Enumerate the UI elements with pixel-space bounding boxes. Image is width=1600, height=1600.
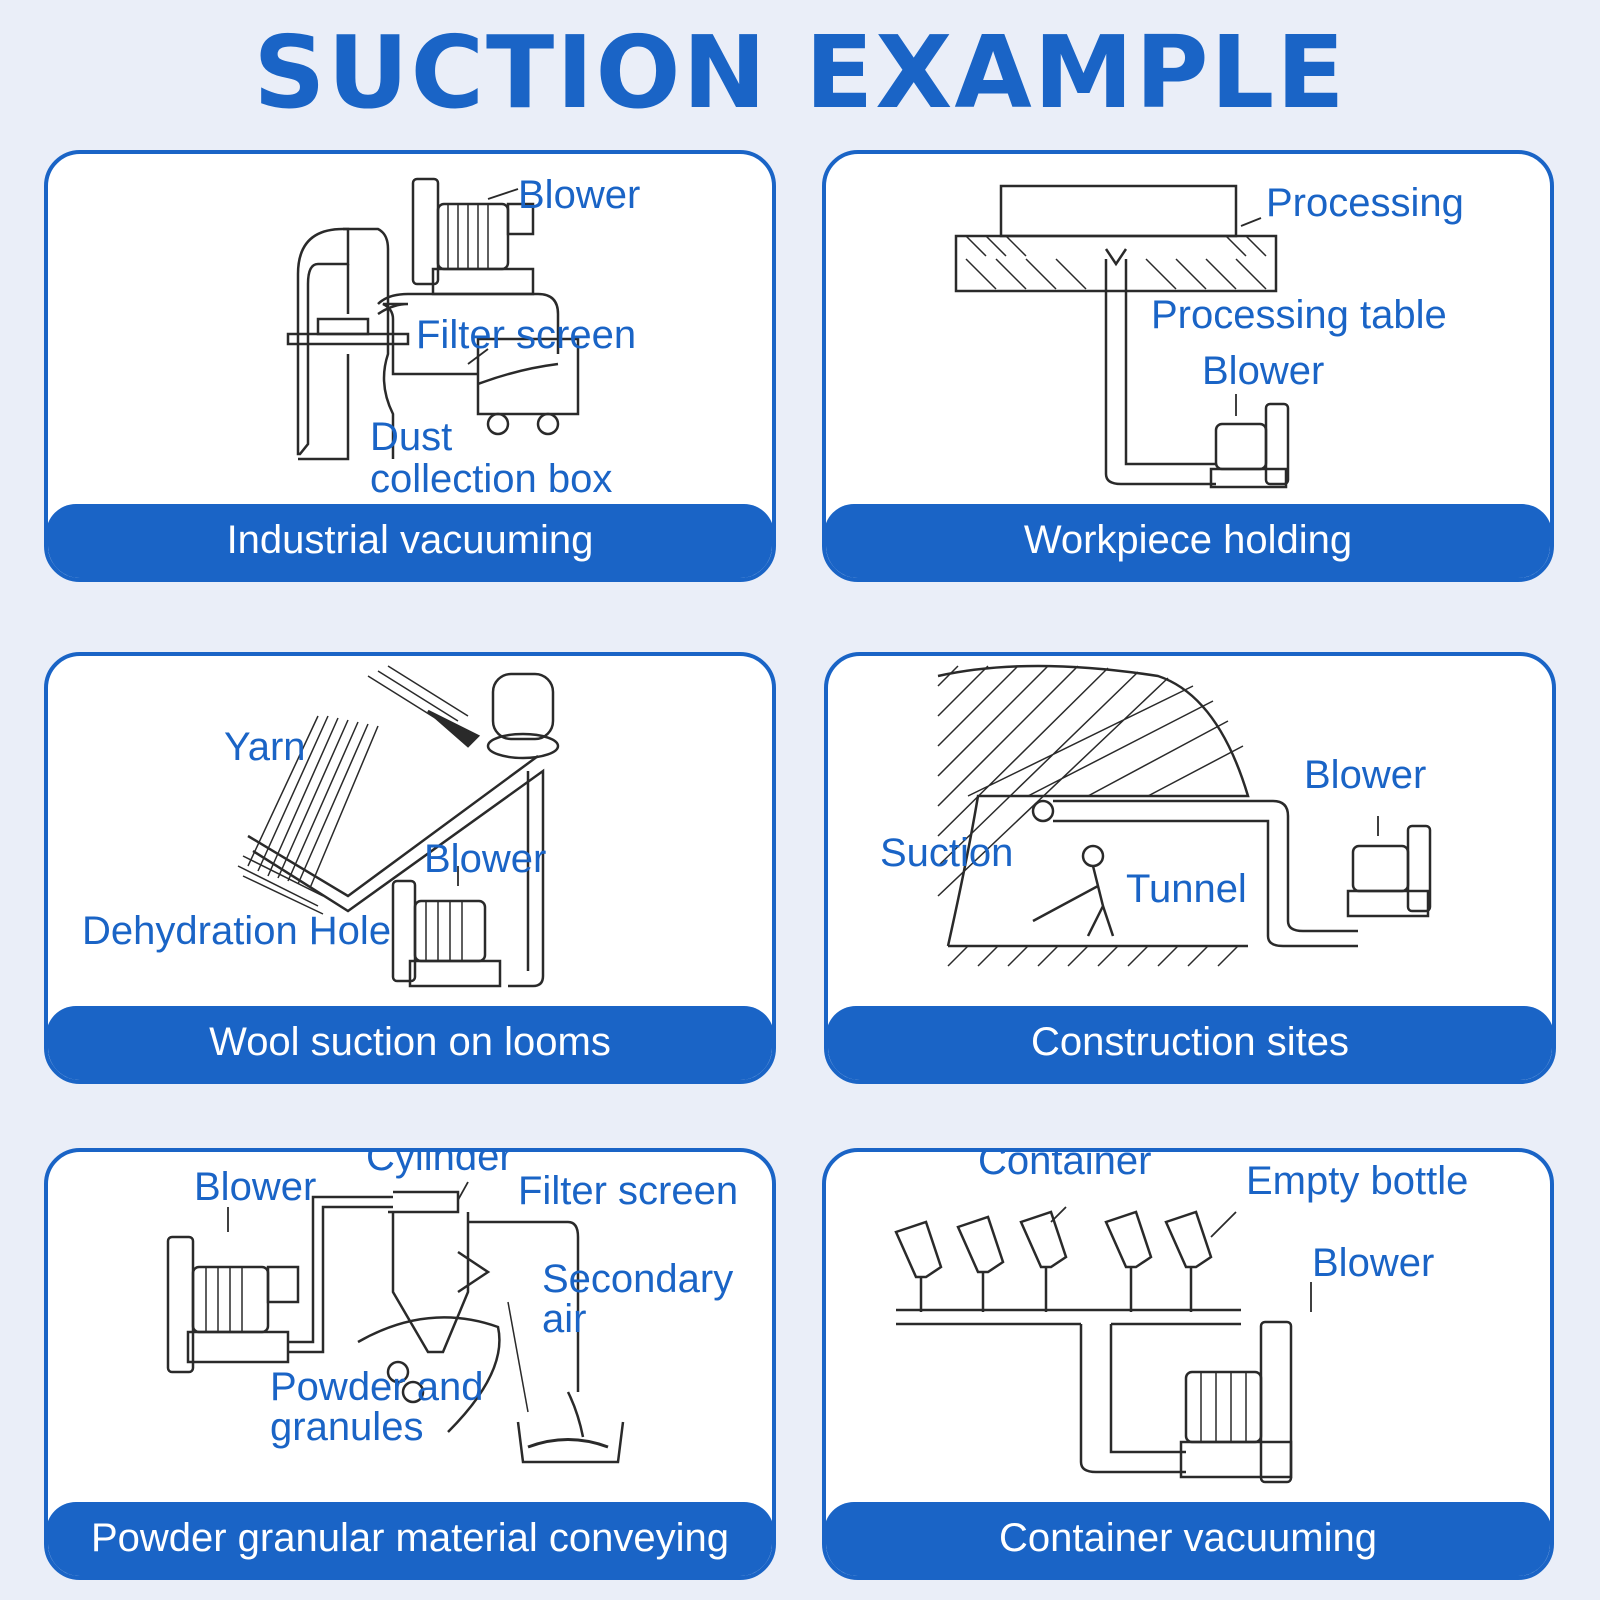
label-blower: Blower: [1304, 753, 1427, 797]
card-powder-granular-conveying: Cylinder Blower Filter screen Secondary …: [44, 1148, 776, 1580]
caption-banner: Construction sites: [828, 1006, 1552, 1080]
label-blower: Blower: [518, 173, 641, 217]
card-workpiece-holding: Processing Processing table Blower Workp…: [822, 150, 1554, 582]
label-blower: Blower: [1202, 349, 1325, 393]
workpiece-holding-diagram: [954, 184, 1290, 489]
card-wool-suction-on-looms: Yarn Blower Dehydration Hole Wool suctio…: [44, 652, 776, 1084]
powder-conveying-diagram: [166, 1181, 625, 1464]
label-granules: granules: [270, 1405, 424, 1449]
label-tunnel: Tunnel: [1126, 867, 1247, 911]
label-filter-screen: Filter screen: [518, 1169, 739, 1213]
page-title: SUCTION EXAMPLE: [253, 14, 1347, 131]
card-construction-sites: Blower Suction Tunnel Construction sites: [824, 652, 1556, 1084]
label-container: Container: [978, 1148, 1152, 1183]
label-filter-screen: Filter screen: [416, 313, 637, 357]
label-dehydration-hole: Dehydration Hole: [82, 909, 392, 953]
label-empty-bottle: Empty bottle: [1246, 1159, 1469, 1203]
caption-banner: Workpiece holding: [826, 504, 1550, 578]
card-industrial-vacuuming: Blower Filter screen Dust collection box…: [44, 150, 776, 582]
label-processing-table: Processing table: [1151, 293, 1447, 337]
label-blower: Blower: [424, 837, 547, 881]
label-collection-box: collection box: [370, 457, 613, 501]
caption-banner: Container vacuuming: [826, 1502, 1550, 1576]
label-blower: Blower: [1312, 1241, 1435, 1285]
label-dust: Dust: [370, 415, 453, 459]
label-yarn: Yarn: [224, 725, 306, 769]
label-air: air: [542, 1297, 587, 1341]
container-vacuuming-diagram: [894, 1206, 1312, 1484]
label-suction: Suction: [880, 831, 1014, 875]
label-blower: Blower: [194, 1165, 317, 1209]
wool-suction-diagram: [237, 665, 560, 988]
caption-banner: Wool suction on looms: [48, 1006, 772, 1080]
label-powder-and: Powder and: [270, 1365, 484, 1409]
label-secondary: Secondary: [542, 1257, 734, 1301]
caption-banner: Powder granular material conveying: [48, 1502, 772, 1576]
industrial-vacuuming-diagram: [286, 177, 580, 461]
caption-banner: Industrial vacuuming: [48, 504, 772, 578]
label-cylinder: Cylinder: [366, 1148, 513, 1179]
card-container-vacuuming: Container Empty bottle Blower Container …: [822, 1148, 1554, 1580]
label-processing: Processing: [1266, 181, 1464, 225]
construction-site-diagram: [937, 664, 1432, 967]
